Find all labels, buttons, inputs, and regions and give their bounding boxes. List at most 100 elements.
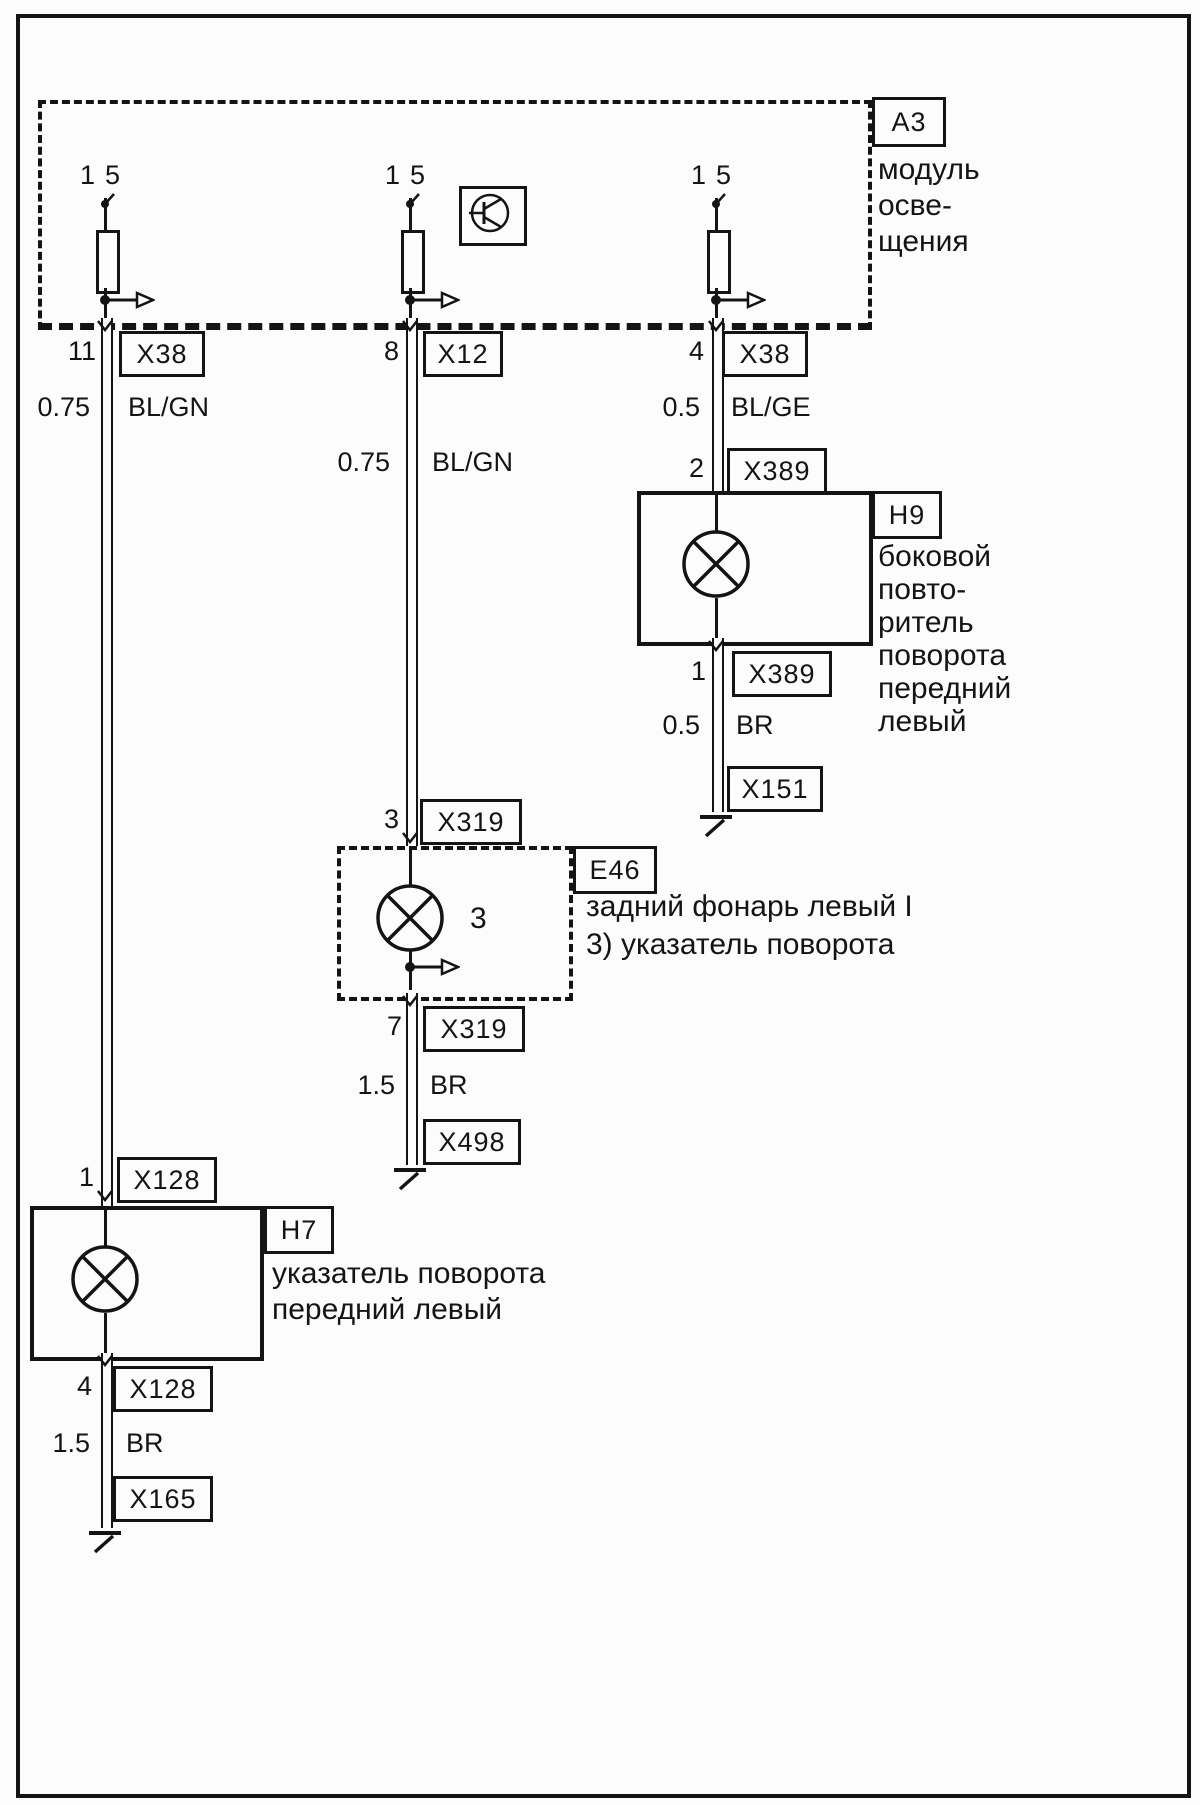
connector-label: X151 — [727, 766, 823, 812]
component-e46-description: задний фонарь левый I 3) указатель повор… — [586, 888, 913, 964]
internal-wire — [104, 198, 107, 232]
component-desc-line: повто- — [878, 573, 967, 606]
connector-id: X319 — [437, 806, 505, 837]
connector-label: X128 — [113, 1366, 213, 1412]
lamp-icon — [376, 884, 444, 952]
connector-chevron-icon — [402, 832, 418, 844]
ground-icon — [700, 815, 732, 838]
wire-segment — [406, 318, 418, 846]
wire-segment — [712, 638, 724, 812]
wire-gauge: 1.5 — [357, 1070, 395, 1100]
module-a3-desc-line: осве- — [878, 189, 952, 222]
pin-number: 1 — [690, 656, 706, 686]
component-e46-dashed-box — [337, 846, 573, 1001]
fuse-icon — [401, 230, 425, 294]
wire-gauge: 1.5 — [52, 1428, 90, 1458]
component-desc-line: задний фонарь левый I — [586, 890, 913, 923]
module-a3-dashed-box — [38, 100, 872, 330]
module-a3-id: A3 — [891, 106, 927, 137]
connector-chevron-icon — [708, 320, 724, 332]
wire-color: BL/GN — [128, 392, 210, 422]
internal-wire — [715, 495, 718, 531]
connector-chevron-icon — [402, 995, 418, 1007]
arrow-right-icon — [412, 958, 460, 976]
fuse-icon — [707, 230, 731, 294]
wire-color: BR — [126, 1428, 164, 1458]
component-desc-line: левый — [878, 705, 967, 738]
page-border-frame — [16, 14, 1191, 1798]
component-h9-label-box: H9 — [872, 491, 942, 539]
arrow-right-icon — [107, 291, 155, 309]
component-desc-line: 3) указатель поворота — [586, 928, 895, 961]
wire-color: BL/GN — [432, 447, 514, 477]
pin-number: 4 — [76, 1371, 92, 1401]
connector-id: X38 — [739, 338, 791, 369]
wire-color: BR — [430, 1070, 468, 1100]
connector-chevron-icon — [402, 320, 418, 332]
connector-label: X389 — [732, 651, 832, 697]
module-a3-desc-line: модуль — [878, 153, 980, 186]
internal-wire — [104, 1313, 107, 1353]
wire-gauge: 0.5 — [662, 392, 700, 422]
component-desc-line: передний левый — [272, 1293, 503, 1326]
connector-id: X498 — [438, 1126, 506, 1157]
component-h7-box — [30, 1206, 264, 1361]
connector-label: X498 — [423, 1119, 521, 1165]
wire-segment — [101, 318, 113, 1206]
junction-dot — [100, 295, 110, 305]
junction-dot — [405, 295, 415, 305]
connector-id: X128 — [129, 1373, 197, 1404]
component-h9-description: боковой повто- ритель поворота передний … — [878, 540, 1011, 738]
connector-label: X319 — [420, 799, 522, 845]
component-h7-label-box: H7 — [264, 1206, 334, 1254]
connector-id: X319 — [440, 1013, 508, 1044]
connector-label: X389 — [727, 448, 827, 494]
wire-gauge: 0.75 — [37, 392, 90, 422]
connector-chevron-icon — [97, 1355, 113, 1367]
junction-dot — [405, 962, 415, 972]
component-h9-id: H9 — [888, 499, 926, 530]
lamp-icon — [71, 1245, 139, 1313]
pin-number: 7 — [386, 1011, 402, 1041]
connector-id: X151 — [741, 773, 809, 804]
connector-label: X128 — [117, 1157, 217, 1203]
connector-id: X12 — [437, 338, 489, 369]
component-h7-id: H7 — [280, 1214, 318, 1245]
module-a3-label-box: A3 — [872, 97, 946, 147]
connector-id: X128 — [133, 1164, 201, 1195]
pin-number: 3 — [383, 804, 399, 834]
transistor-icon — [469, 193, 510, 233]
connector-label: X12 — [423, 331, 503, 377]
connector-id: X389 — [748, 658, 816, 689]
component-desc-line: передний — [878, 672, 1012, 705]
component-desc-line: ритель — [878, 606, 974, 639]
ground-icon — [89, 1531, 121, 1554]
fuse-icon — [96, 230, 120, 294]
component-desc-line: поворота — [878, 639, 1007, 672]
terminal-15-label: 15 — [79, 160, 131, 190]
component-e46-label-box: E46 — [573, 846, 657, 894]
component-desc-line: указатель поворота — [272, 1257, 546, 1290]
connector-label: X165 — [113, 1476, 213, 1522]
wire-color: BL/GE — [731, 392, 811, 422]
pin-number: 8 — [383, 336, 399, 366]
wire-segment — [101, 1353, 113, 1528]
component-e46-id: E46 — [589, 854, 641, 885]
component-h7-description: указатель поворота передний левый — [272, 1256, 546, 1328]
arrow-right-icon — [718, 291, 766, 309]
pin-number: 11 — [67, 336, 96, 366]
wire-gauge: 0.5 — [662, 710, 700, 740]
internal-wire — [409, 198, 412, 232]
pin-number: 4 — [688, 336, 704, 366]
ground-icon — [394, 1168, 426, 1191]
connector-id: X165 — [129, 1483, 197, 1514]
wire-color: BR — [736, 710, 774, 740]
connector-label: X319 — [423, 1006, 525, 1052]
internal-wire — [409, 850, 412, 886]
connector-chevron-icon — [97, 1190, 113, 1202]
junction-dot — [711, 295, 721, 305]
wire-segment — [406, 993, 418, 1165]
lamp-number: 3 — [470, 902, 487, 935]
internal-wire — [715, 598, 718, 638]
